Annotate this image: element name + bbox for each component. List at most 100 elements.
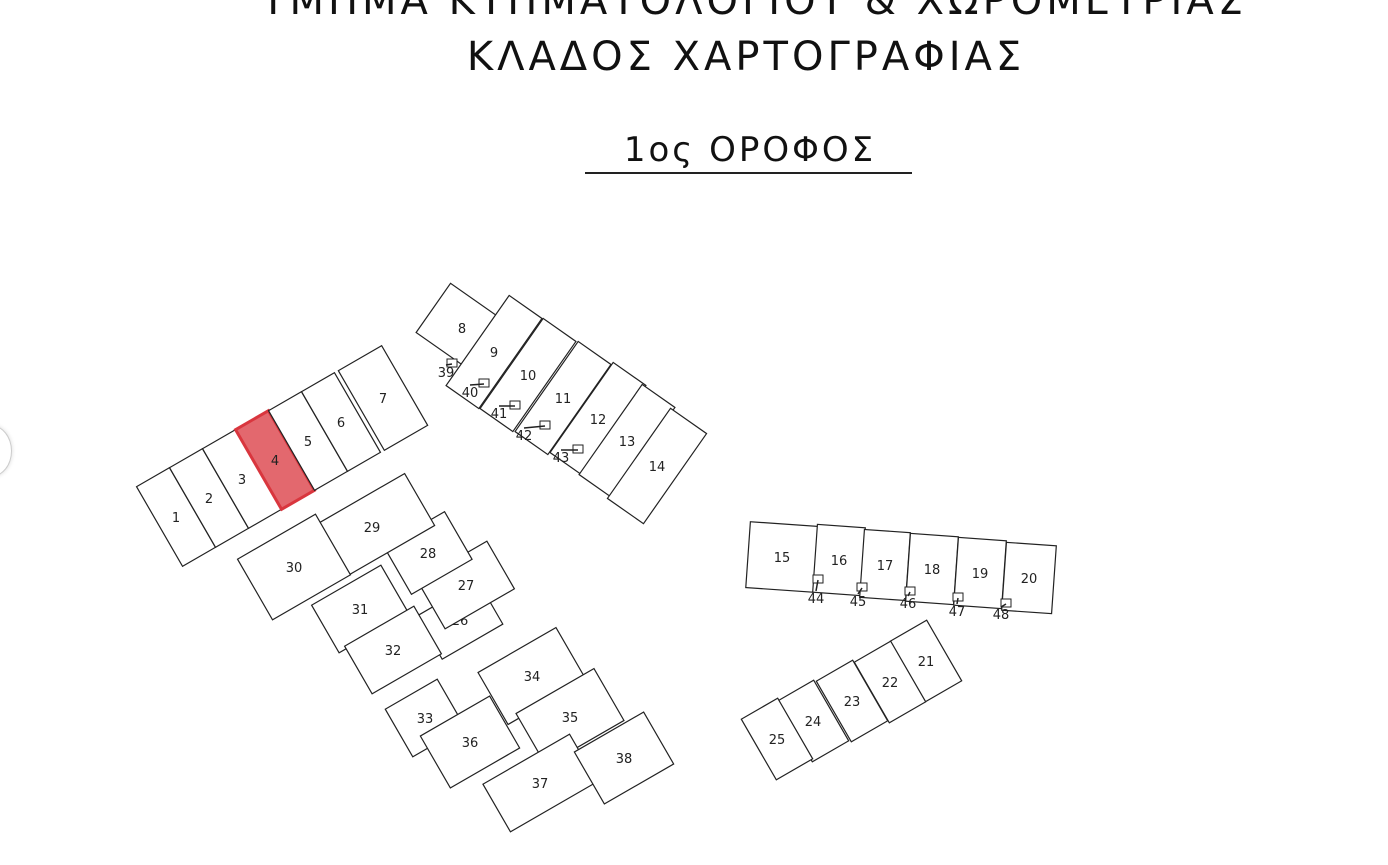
marker-label: 47 bbox=[949, 605, 966, 620]
marker-48: 48 bbox=[993, 598, 1012, 623]
unit-label: 15 bbox=[774, 551, 791, 566]
unit-label: 30 bbox=[286, 561, 303, 576]
unit-label: 36 bbox=[462, 736, 479, 751]
unit-label: 12 bbox=[590, 413, 607, 428]
unit-label: 28 bbox=[420, 547, 437, 562]
unit-label: 29 bbox=[364, 521, 381, 536]
unit-outline bbox=[300, 371, 382, 473]
unit-label: 25 bbox=[769, 733, 786, 748]
marker-leader bbox=[857, 587, 863, 595]
unit-outline bbox=[740, 697, 814, 781]
marker-44: 44 bbox=[808, 574, 825, 607]
unit-label: 20 bbox=[1021, 572, 1038, 587]
unit-label: 19 bbox=[972, 567, 989, 582]
marker-label: 48 bbox=[993, 608, 1010, 623]
marker-47: 47 bbox=[949, 592, 966, 620]
unit-outline bbox=[573, 711, 675, 805]
unit-label: 31 bbox=[352, 603, 369, 618]
unit-outline bbox=[343, 605, 443, 695]
unit-label: 3 bbox=[238, 473, 246, 488]
unit-outline bbox=[479, 317, 577, 433]
unit-36[interactable]: 36 bbox=[419, 695, 521, 789]
marker-40: 40 bbox=[462, 378, 490, 401]
marker-leader bbox=[907, 591, 911, 597]
marker-label: 44 bbox=[808, 592, 825, 607]
marker-leader bbox=[523, 425, 546, 429]
floor-title-underline bbox=[585, 172, 912, 174]
unit-label: 16 bbox=[831, 554, 848, 569]
unit-30[interactable]: 30 bbox=[236, 513, 352, 621]
marker-label: 42 bbox=[516, 429, 533, 444]
unit-outline bbox=[419, 695, 521, 789]
unit-label: 21 bbox=[918, 655, 935, 670]
marker-45: 45 bbox=[850, 582, 868, 610]
unit-15[interactable]: 15 bbox=[745, 521, 819, 593]
marker-label: 46 bbox=[900, 597, 917, 612]
unit-19[interactable]: 19 bbox=[953, 536, 1007, 610]
unit-label: 18 bbox=[924, 563, 941, 578]
unit-label: 34 bbox=[524, 670, 541, 685]
unit-20[interactable]: 20 bbox=[1001, 541, 1057, 615]
unit-label: 24 bbox=[805, 715, 822, 730]
marker-box bbox=[1000, 598, 1012, 608]
marker-46: 46 bbox=[900, 586, 917, 612]
branch-title: ΚΛΑΔΟΣ ΧΑΡΤΟΓΡΑΦΙΑΣ bbox=[466, 34, 1026, 80]
marker-label: 43 bbox=[553, 451, 570, 466]
unit-18[interactable]: 18 bbox=[905, 532, 959, 606]
marker-leader bbox=[445, 363, 453, 366]
marker-leader bbox=[956, 597, 959, 605]
marker-label: 40 bbox=[462, 386, 479, 401]
unit-label: 32 bbox=[385, 644, 402, 659]
unit-38[interactable]: 38 bbox=[573, 711, 675, 805]
marker-label: 41 bbox=[491, 407, 508, 422]
unit-outline bbox=[337, 344, 429, 452]
unit-label: 14 bbox=[649, 460, 666, 475]
unit-outline bbox=[815, 659, 889, 743]
marker-leader bbox=[815, 579, 819, 592]
unit-label: 1 bbox=[172, 511, 180, 526]
marker-42: 42 bbox=[516, 420, 551, 444]
unit-outline bbox=[445, 294, 543, 410]
marker-leader bbox=[469, 383, 485, 386]
unit-label: 22 bbox=[882, 676, 899, 691]
unit-25[interactable]: 25 bbox=[740, 697, 814, 781]
unit-label: 11 bbox=[555, 392, 572, 407]
unit-17[interactable]: 17 bbox=[859, 528, 911, 602]
unit-label: 17 bbox=[877, 559, 894, 574]
unit-14[interactable]: 14 bbox=[606, 407, 708, 525]
unit-label: 7 bbox=[379, 392, 387, 407]
unit-outline bbox=[515, 667, 625, 767]
unit-7[interactable]: 7 bbox=[337, 344, 429, 452]
unit-label: 4 bbox=[271, 454, 279, 469]
unit-label: 10 bbox=[520, 369, 537, 384]
marker-box bbox=[856, 582, 868, 592]
unit-6[interactable]: 6 bbox=[300, 371, 382, 473]
unit-label: 5 bbox=[304, 435, 312, 450]
unit-label: 38 bbox=[616, 752, 633, 767]
unit-label: 9 bbox=[490, 346, 498, 361]
unit-10[interactable]: 10 bbox=[479, 317, 577, 433]
unit-label: 35 bbox=[562, 711, 579, 726]
unit-label: 33 bbox=[417, 712, 434, 727]
unit-29[interactable]: 29 bbox=[308, 472, 436, 582]
marker-43: 43 bbox=[553, 444, 584, 466]
unit-23[interactable]: 23 bbox=[815, 659, 889, 743]
unit-outline bbox=[1001, 541, 1057, 615]
marker-box bbox=[446, 358, 458, 368]
marker-label: 45 bbox=[850, 595, 867, 610]
marker-label: 39 bbox=[438, 366, 455, 381]
unit-32[interactable]: 32 bbox=[343, 605, 443, 695]
unit-label: 8 bbox=[458, 322, 466, 337]
marker-box bbox=[904, 586, 916, 596]
unit-9[interactable]: 9 bbox=[445, 294, 543, 410]
unit-label: 37 bbox=[532, 777, 549, 792]
unit-outline bbox=[236, 513, 352, 621]
unit-35[interactable]: 35 bbox=[515, 667, 625, 767]
unit-31[interactable]: 31 bbox=[310, 564, 410, 654]
marker-39: 39 bbox=[438, 358, 458, 381]
unit-outline bbox=[606, 407, 708, 525]
marker-box bbox=[539, 420, 551, 430]
marker-box bbox=[509, 400, 521, 410]
unit-label: 2 bbox=[205, 492, 213, 507]
